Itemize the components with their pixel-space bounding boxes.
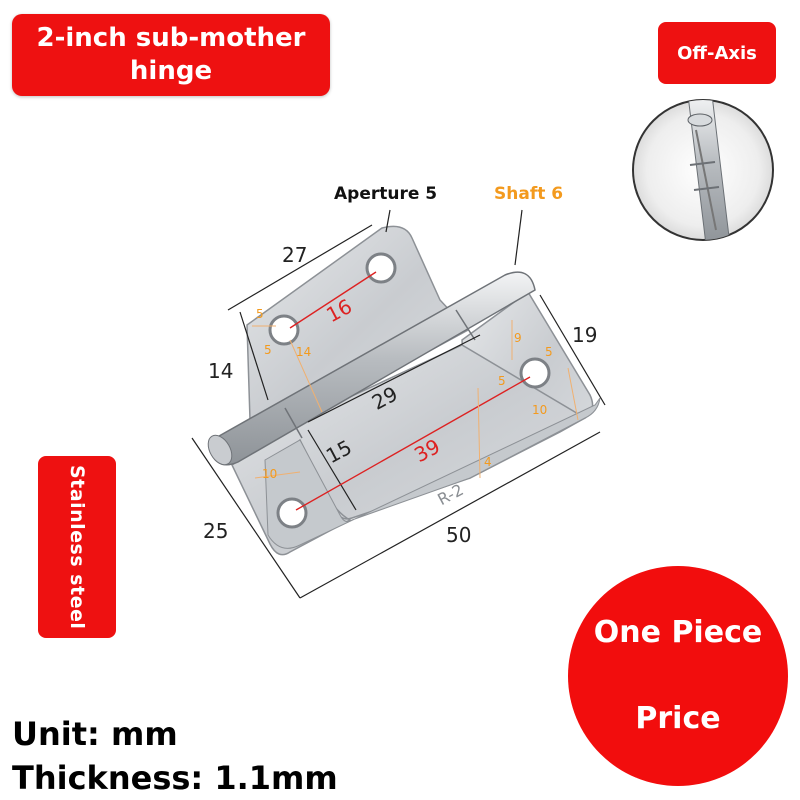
price-line-2: Price [635, 701, 721, 736]
dim-top-width: 27 [282, 243, 307, 267]
hole-bottom-left [276, 497, 308, 529]
off-axis-badge: Off-Axis [658, 22, 776, 84]
hole-right [519, 357, 551, 389]
callout-shaft: Shaft 6 [494, 184, 563, 204]
off-axis-zoom [632, 99, 774, 241]
dimension-lines-red [289, 271, 531, 511]
dim-edge-5c: 5 [545, 345, 553, 359]
unit-line: Unit: mm [12, 715, 178, 753]
price-line-1: One Piece [593, 615, 763, 650]
title-badge: 2-inch sub-mother hinge [12, 14, 330, 96]
hinge-plate [207, 225, 601, 556]
dim-edge-4: 4 [484, 455, 492, 469]
callout-aperture: Aperture 5 [334, 184, 437, 204]
title-line-1: 2-inch sub-mother [36, 23, 306, 53]
spec-text: Unit: mm Thickness: 1.1mm [12, 712, 338, 800]
dim-edge-10b: 10 [262, 467, 277, 481]
dim-edge-10a: 10 [532, 403, 547, 417]
dim-edge-5d: 5 [498, 374, 506, 388]
hole-top-left [268, 314, 300, 346]
hole-top-right [365, 252, 397, 284]
dimension-lines [191, 209, 606, 599]
off-axis-label: Off-Axis [677, 42, 757, 64]
material-label: Stainless steel [66, 464, 88, 630]
dim-edge-5b: 5 [264, 343, 272, 357]
dim-left-height: 14 [208, 359, 233, 383]
dim-edge-9: 9 [514, 331, 522, 345]
dim-bottom-left: 25 [203, 519, 228, 543]
dim-total-width: 50 [446, 523, 471, 547]
price-badge: One Piece Price [568, 566, 788, 786]
dim-edge-14: 14 [296, 345, 311, 359]
material-badge: Stainless steel [38, 456, 116, 638]
title-line-2: hinge [129, 56, 213, 86]
dimension-lines-orange [252, 320, 579, 479]
dim-right-height: 19 [572, 323, 597, 347]
thickness-line: Thickness: 1.1mm [12, 759, 338, 797]
dim-edge-5a: 5 [256, 307, 264, 321]
